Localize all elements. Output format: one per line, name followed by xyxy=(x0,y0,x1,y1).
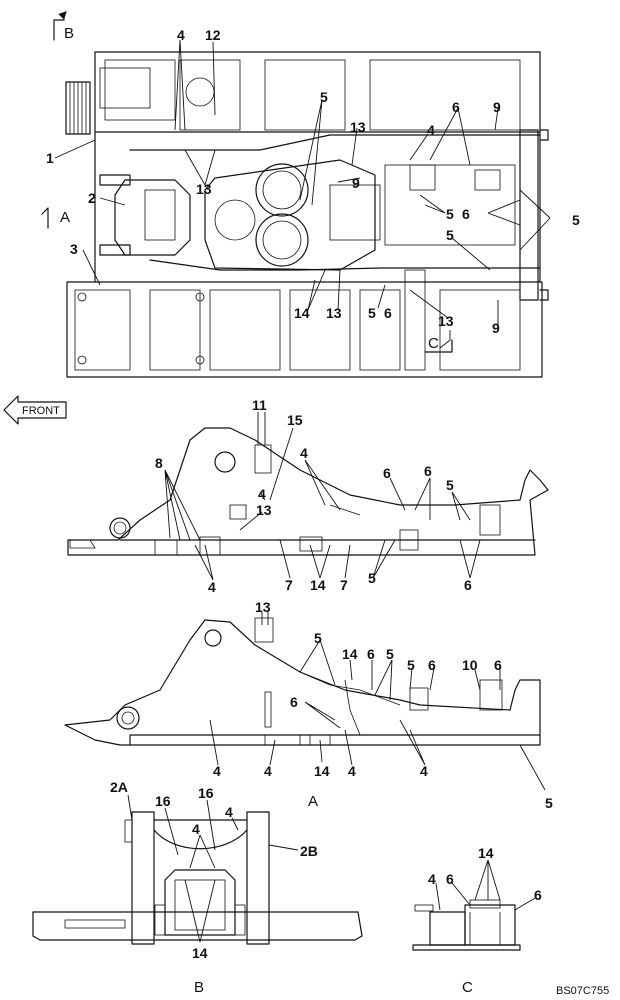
view-b: 2A 16 16 4 4 2B 14 B xyxy=(32,779,363,996)
callout-9: 9 xyxy=(493,99,501,115)
callout-2b: 2B xyxy=(300,843,318,859)
callout-8: 8 xyxy=(155,455,163,471)
drawing-code: BS07C755 xyxy=(556,985,609,997)
callout-6: 6 xyxy=(428,657,436,673)
callout-4: 4 xyxy=(213,763,221,779)
callout-1: 1 xyxy=(46,150,54,166)
callout-10: 10 xyxy=(462,657,478,673)
callout-5: 5 xyxy=(446,227,454,243)
callout-5: 5 xyxy=(368,570,376,586)
callout-2a: 2A xyxy=(110,779,128,795)
view-marker-b: B xyxy=(64,25,74,42)
side-view: 11 15 8 4 4 13 6 6 5 4 7 14 7 5 6 xyxy=(67,397,549,595)
view-marker-a: A xyxy=(60,209,70,226)
callout-6: 6 xyxy=(384,305,392,321)
callout-4: 4 xyxy=(192,821,200,837)
callout-14: 14 xyxy=(314,763,330,779)
callout-6: 6 xyxy=(424,463,432,479)
callout-14: 14 xyxy=(192,945,208,961)
callout-6: 6 xyxy=(367,646,375,662)
callout-3: 3 xyxy=(70,241,78,257)
callout-9: 9 xyxy=(492,320,500,336)
callout-14: 14 xyxy=(342,646,358,662)
callout-6: 6 xyxy=(452,99,460,115)
callout-13: 13 xyxy=(256,502,272,518)
callout-4: 4 xyxy=(177,27,185,43)
callout-4: 4 xyxy=(258,486,266,502)
callout-6: 6 xyxy=(462,206,470,222)
top-plan-view: B xyxy=(41,11,580,378)
callout-6: 6 xyxy=(464,577,472,593)
callout-12: 12 xyxy=(205,27,221,43)
callout-14: 14 xyxy=(310,577,326,593)
callout-15: 15 xyxy=(287,412,303,428)
view-label-a: A xyxy=(308,793,318,810)
callout-4: 4 xyxy=(427,122,435,138)
view-marker-c: C xyxy=(428,335,439,352)
callout-5: 5 xyxy=(446,477,454,493)
front-label: FRONT xyxy=(22,405,60,417)
callout-5: 5 xyxy=(386,646,394,662)
callout-5: 5 xyxy=(314,630,322,646)
callout-5: 5 xyxy=(446,206,454,222)
callout-4: 4 xyxy=(225,804,233,820)
view-label-c: C xyxy=(462,979,473,996)
callout-7: 7 xyxy=(285,577,293,593)
callout-4: 4 xyxy=(420,763,428,779)
callout-13: 13 xyxy=(438,313,454,329)
callout-5: 5 xyxy=(320,89,328,105)
callout-9: 9 xyxy=(352,175,360,191)
callout-6: 6 xyxy=(383,465,391,481)
callout-14: 14 xyxy=(294,305,310,321)
front-arrow: FRONT xyxy=(3,395,67,425)
callout-13: 13 xyxy=(255,599,271,615)
callout-13: 13 xyxy=(326,305,342,321)
callout-16: 16 xyxy=(198,785,214,801)
callout-6: 6 xyxy=(534,887,542,903)
view-c: 14 4 6 6 C xyxy=(412,845,542,996)
callout-13: 13 xyxy=(350,119,366,135)
callout-4: 4 xyxy=(264,763,272,779)
callout-4: 4 xyxy=(428,871,436,887)
callout-11: 11 xyxy=(252,397,267,413)
callout-14: 14 xyxy=(478,845,494,861)
callout-6: 6 xyxy=(290,694,298,710)
callout-5: 5 xyxy=(572,212,580,228)
callout-16: 16 xyxy=(155,793,171,809)
callout-4: 4 xyxy=(208,579,216,595)
callout-6: 6 xyxy=(494,657,502,673)
callout-7: 7 xyxy=(340,577,348,593)
callout-6: 6 xyxy=(446,871,454,887)
callout-2: 2 xyxy=(88,190,96,206)
callout-5: 5 xyxy=(407,657,415,673)
callout-4: 4 xyxy=(348,763,356,779)
callout-5: 5 xyxy=(545,795,553,811)
view-a: 13 5 14 6 5 5 6 10 6 6 4 4 14 4 4 5 A xyxy=(64,599,553,811)
view-label-b: B xyxy=(194,979,204,996)
callout-5: 5 xyxy=(368,305,376,321)
callout-13: 13 xyxy=(196,181,212,197)
callout-4: 4 xyxy=(300,445,308,461)
